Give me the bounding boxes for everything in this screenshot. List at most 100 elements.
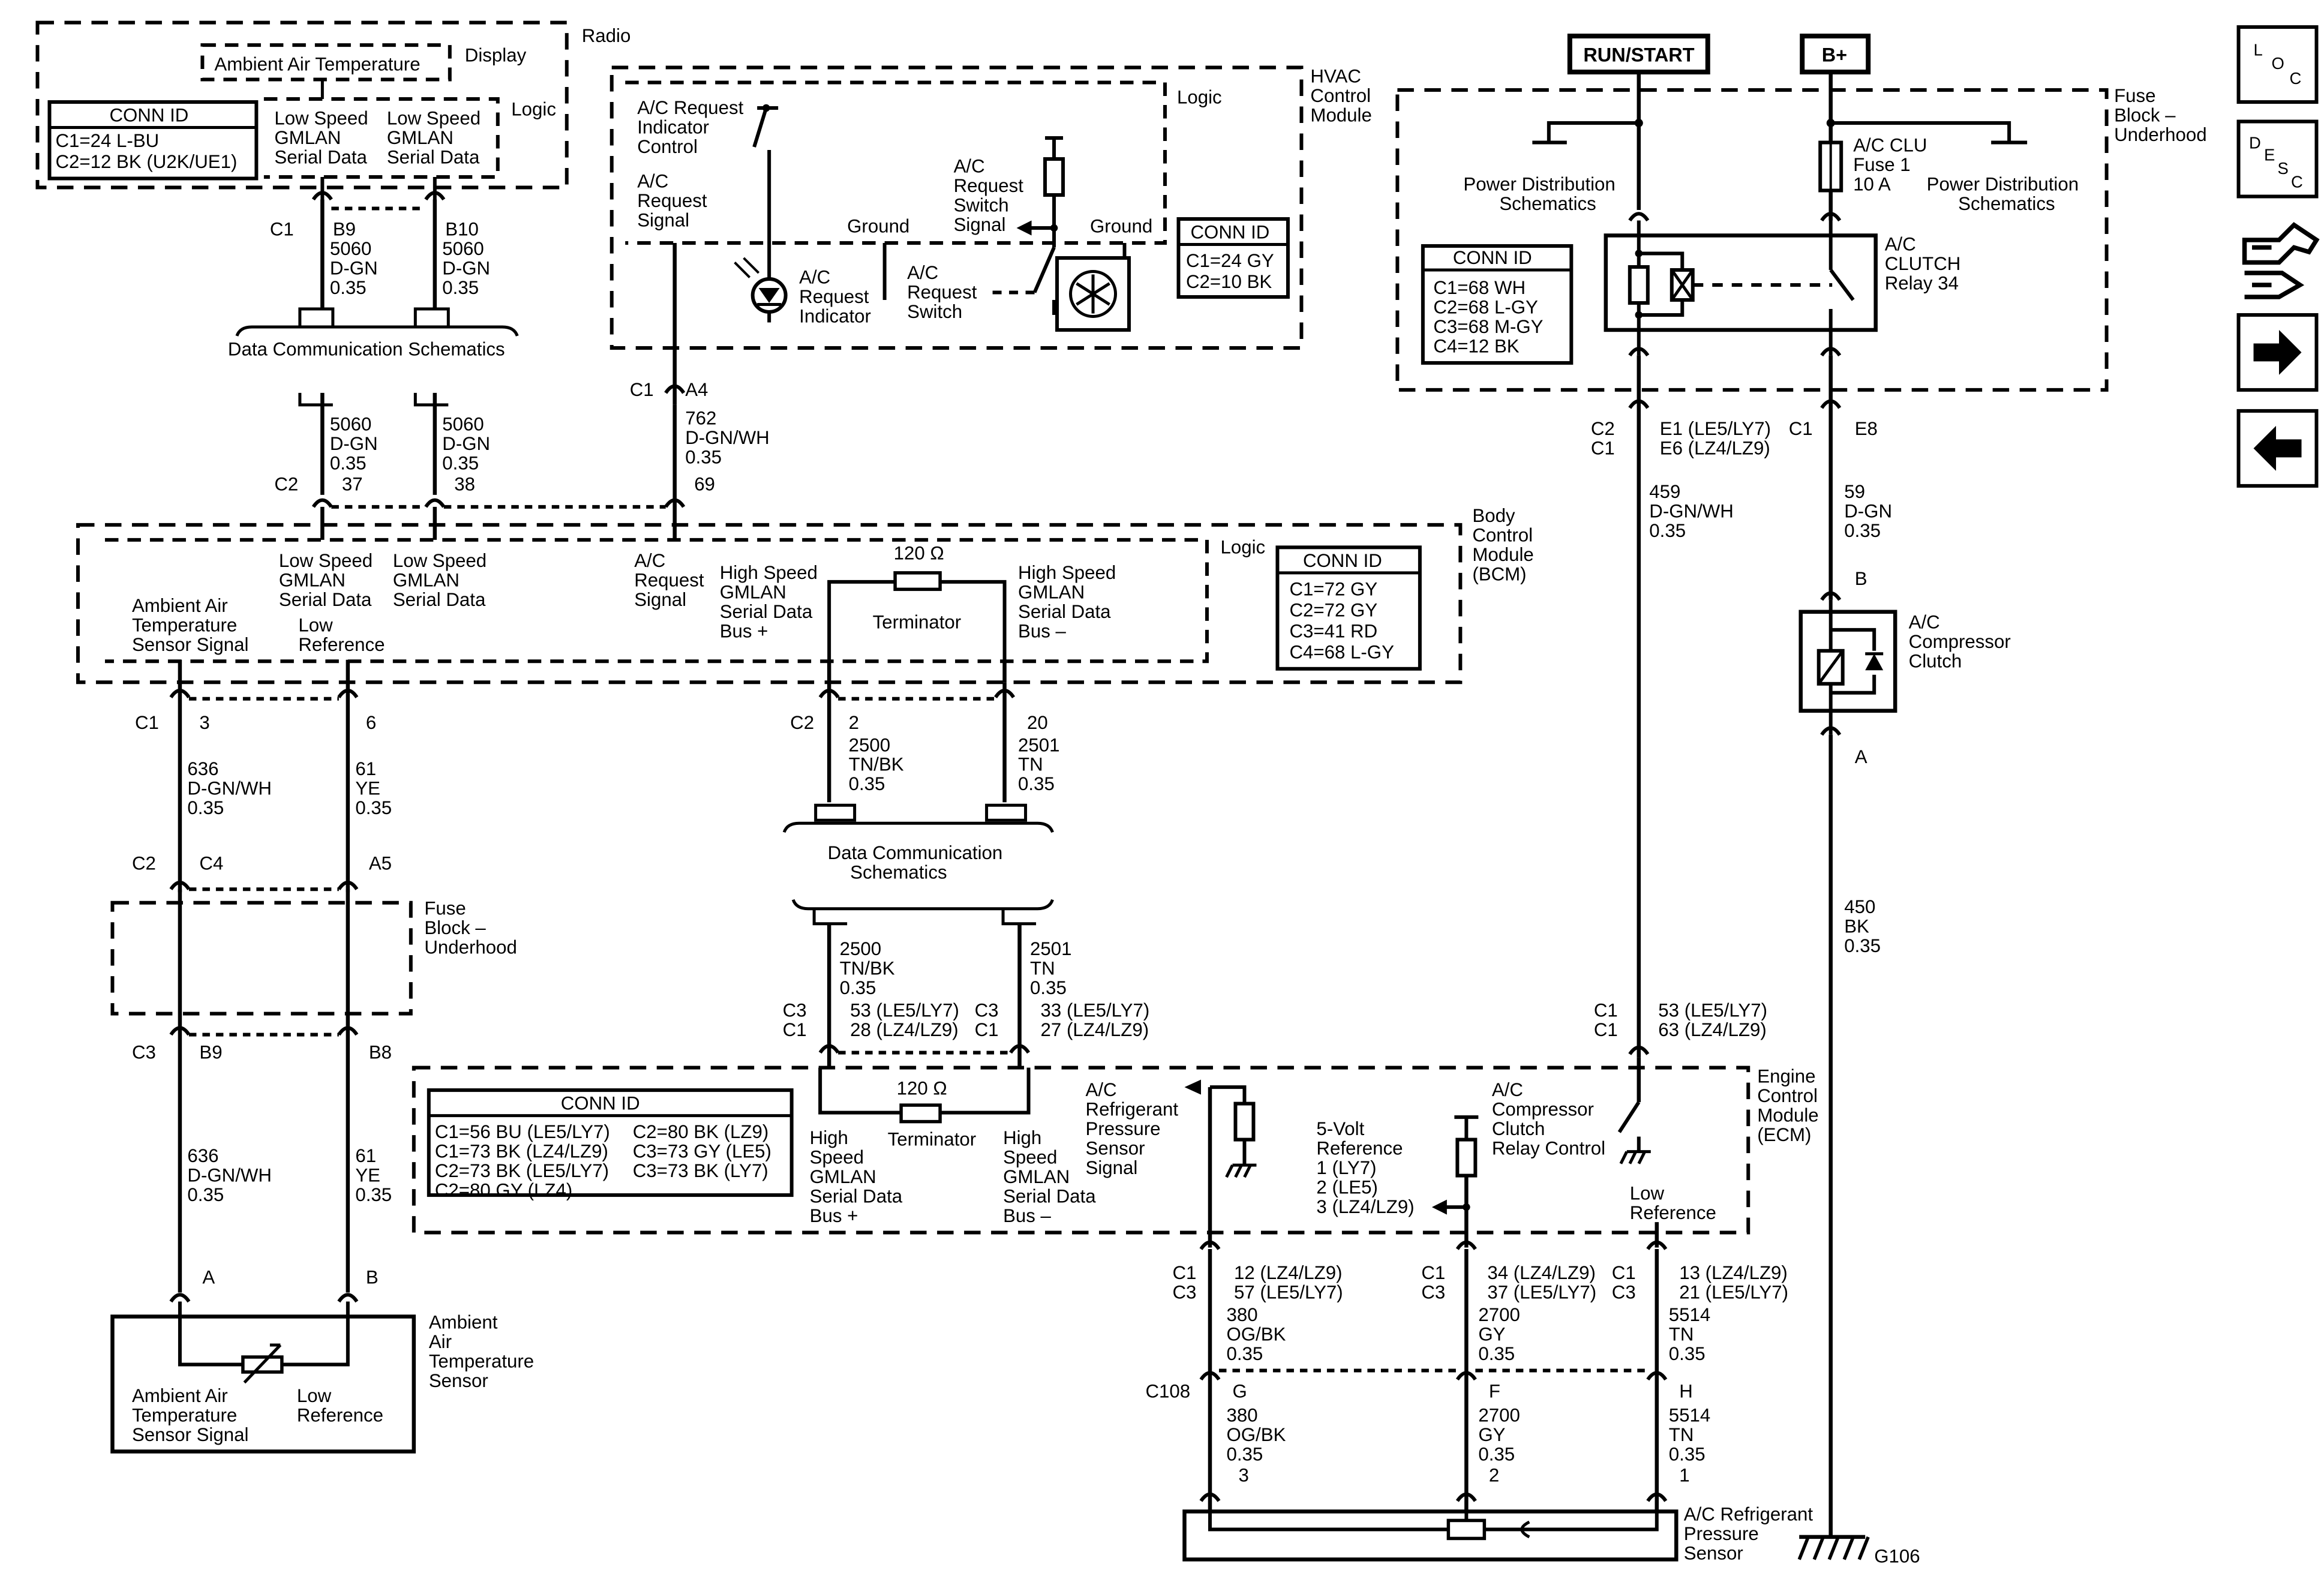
- hs-gmlan-minus-label: GMLAN: [1003, 1166, 1070, 1187]
- pin-label: B9: [199, 1042, 222, 1063]
- pin-label: 53 (LE5/LY7): [1658, 1000, 1767, 1021]
- bcm-lower-wiring: C1 3 6 636 D-GN/WH 0.35 61 YE 0.35 C2 2 …: [135, 682, 1149, 1068]
- wire-label: 0.35: [1226, 1343, 1263, 1364]
- pin-label: 53 (LE5/LY7): [850, 1000, 959, 1021]
- connector-view-button[interactable]: [2242, 222, 2320, 299]
- pin-label: 34 (LZ4/LZ9): [1487, 1262, 1596, 1283]
- wire-label: 61: [355, 1145, 376, 1166]
- display-label: Display: [465, 45, 527, 66]
- pin-label: 3: [1238, 1464, 1248, 1485]
- ecm-conn-line: C1=56 BU (LE5/LY7): [435, 1121, 610, 1142]
- loc-letter: L: [2254, 41, 2263, 59]
- bcm-conn-line: C1=72 GY: [1289, 578, 1377, 599]
- low-reference-label: Reference: [297, 1404, 383, 1425]
- connector-label: C3: [1612, 1282, 1636, 1303]
- power-distribution-schematics-link[interactable]: Power Distribution: [1927, 174, 2079, 195]
- desc-letter: S: [2278, 159, 2289, 178]
- data-comm-schematics-link[interactable]: Data Communication Schematics: [228, 338, 505, 359]
- pressure-sensor-title: Sensor: [1684, 1542, 1743, 1563]
- hs-gmlan-plus-label: Bus +: [810, 1205, 858, 1226]
- power-distribution-schematics-link[interactable]: Schematics: [1499, 193, 1596, 214]
- wire-label: 2500: [849, 734, 890, 755]
- hs-gmlan-plus-label: GMLAN: [810, 1166, 876, 1187]
- bcm-title: Body: [1472, 505, 1515, 526]
- wire-label: 380: [1226, 1304, 1257, 1325]
- ac-request-signal-label: A/C: [637, 171, 668, 192]
- ambient-sensor-signal-label: Ambient Air: [132, 1385, 228, 1406]
- fuse-block-title: Block –: [424, 917, 486, 938]
- wire-label: 59: [1844, 481, 1865, 502]
- low-reference-label: Reference: [298, 634, 385, 655]
- power-distribution-schematics-link[interactable]: Schematics: [1958, 193, 2055, 214]
- terminator-label: Terminator: [873, 611, 962, 632]
- ecm-conn-line: C2=73 BK (LE5/LY7): [435, 1160, 609, 1181]
- ac-request-indicator-label: Indicator: [799, 305, 871, 326]
- radio-title: Radio: [582, 25, 631, 46]
- desc-letter: D: [2249, 134, 2261, 152]
- wire-label: 0.35: [840, 977, 876, 998]
- pin-label: 38: [454, 473, 475, 494]
- wire-label: 762: [685, 407, 716, 428]
- data-comm-schematics-link[interactable]: Schematics: [850, 862, 947, 883]
- ac-request-signal-label: Signal: [637, 209, 689, 230]
- desc-button[interactable]: D E S C: [2236, 119, 2319, 199]
- bcm-conn-line: C4=68 L-GY: [1289, 641, 1394, 662]
- wire-label: 5514: [1669, 1304, 1710, 1325]
- relay-control-label: Clutch: [1492, 1118, 1545, 1139]
- pin-label: B: [366, 1267, 379, 1288]
- connector-label: C3: [1421, 1282, 1445, 1303]
- pin-label: 6: [366, 712, 376, 733]
- connector-label: C1: [975, 1019, 999, 1040]
- bcm-title: (BCM): [1472, 563, 1526, 584]
- next-button[interactable]: [2236, 313, 2319, 392]
- fuse-block-title: Fuse: [2114, 85, 2155, 106]
- ecm-conn-line: C3=73 BK (LY7): [633, 1160, 768, 1181]
- wire-label: YE: [355, 778, 380, 799]
- wire-label: 0.35: [442, 277, 479, 298]
- wire-label: TN: [1018, 754, 1043, 775]
- wire-label: 0.35: [330, 277, 367, 298]
- connector-label: C1: [135, 712, 159, 733]
- hs-gmlan-plus-label: Bus +: [720, 620, 768, 641]
- hs-gmlan-minus-label: Bus –: [1003, 1205, 1051, 1226]
- ac-request-switch-label: Switch: [907, 301, 962, 322]
- radio-conn-line: C1=24 L-BU: [55, 130, 159, 151]
- connector-label: C3: [132, 1042, 156, 1063]
- pin-label: 13 (LZ4/LZ9): [1679, 1262, 1788, 1283]
- ac-request-indicator-control-label: Control: [637, 136, 698, 157]
- wire-label: 0.35: [187, 797, 224, 818]
- hvac-conn-id-title: CONN ID: [1190, 221, 1269, 242]
- pin-label: 37 (LE5/LY7): [1487, 1282, 1596, 1303]
- pin-label: H: [1679, 1380, 1693, 1401]
- low-speed-gmlan-label: GMLAN: [393, 569, 460, 590]
- hs-gmlan-minus-label: High: [1003, 1127, 1041, 1148]
- pin-label: 20: [1027, 712, 1048, 733]
- pin-label: A5: [369, 853, 392, 874]
- connector-label: C3: [1172, 1282, 1196, 1303]
- ac-request-switch-label: Request: [907, 281, 977, 302]
- connector-label: C1: [1594, 1000, 1618, 1021]
- data-comm-schematics-link[interactable]: Data Communication: [828, 842, 1003, 863]
- pin-label: E1 (LE5/LY7): [1660, 418, 1771, 439]
- pin-label: F: [1489, 1380, 1500, 1401]
- fuse-label: Fuse 1: [1853, 154, 1911, 175]
- wire-label: D-GN: [442, 433, 490, 454]
- loc-button[interactable]: L O C: [2236, 25, 2319, 104]
- pin-label: B10: [445, 218, 479, 239]
- ac-pressure-signal-label: Refrigerant: [1086, 1099, 1179, 1120]
- previous-button[interactable]: [2236, 409, 2319, 488]
- power-distribution-schematics-link[interactable]: Power Distribution: [1463, 174, 1615, 195]
- hs-gmlan-plus-label: Serial Data: [720, 601, 813, 622]
- ac-request-switch-signal-label: A/C: [954, 156, 985, 177]
- pin-label: A4: [685, 379, 708, 400]
- ecm-conn-id-title: CONN ID: [561, 1093, 640, 1114]
- wire-label: 459: [1649, 481, 1680, 502]
- ac-request-switch-signal-label: Switch: [954, 194, 1009, 215]
- pin-label: B9: [333, 218, 356, 239]
- ecm-conn-line: C3=73 GY (LE5): [633, 1141, 771, 1162]
- wire-label: 0.35: [1844, 935, 1881, 956]
- pin-label: 2: [1489, 1464, 1499, 1485]
- ambient-air-temp-display-label: Ambient Air Temperature: [214, 54, 420, 75]
- wire-label: 0.35: [1669, 1343, 1706, 1364]
- resistor-value-label: 120 Ω: [897, 1078, 947, 1099]
